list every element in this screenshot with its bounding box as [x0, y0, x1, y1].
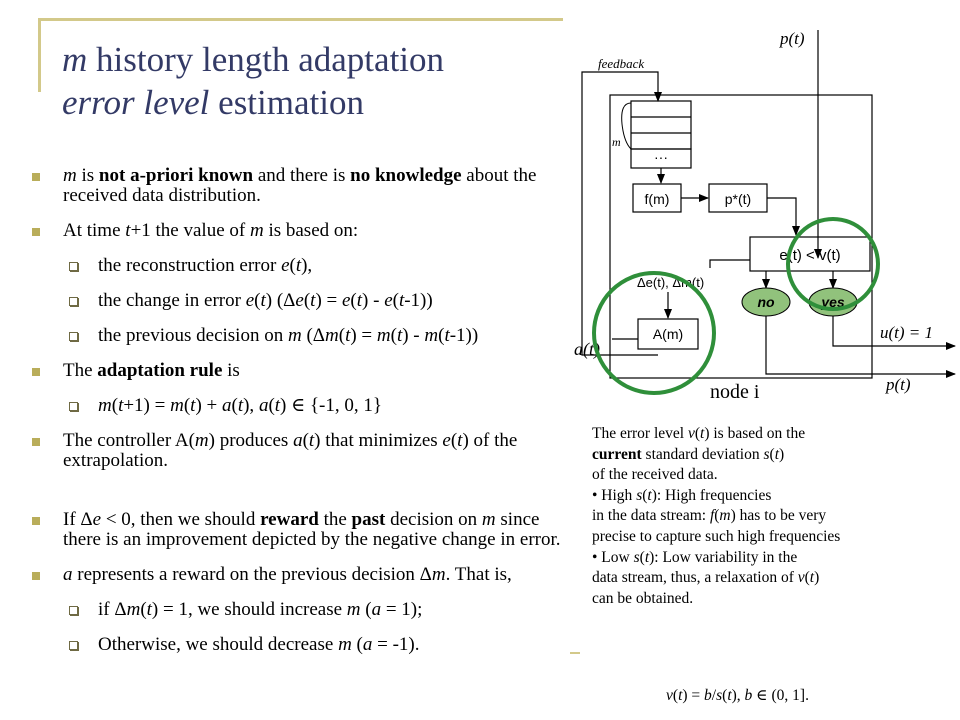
- sub-bullet-marker: [69, 606, 78, 615]
- pstar-to-cond-arrow: [767, 197, 800, 236]
- feedback-label: feedback: [598, 56, 644, 71]
- bullet-item: At time t+1 the value of m is based on:: [30, 221, 570, 241]
- bullet-text: the change in error e(t) (Δe(t) = e(t) -…: [98, 290, 433, 311]
- bullet-item: The controller A(m) produces a(t) that m…: [30, 431, 570, 471]
- sub-bullet-marker: [69, 402, 78, 411]
- bullet-text: the previous decision on m (Δm(t) = m(t)…: [98, 325, 479, 346]
- bullet-text: The adaptation rule is: [63, 360, 240, 381]
- buffer-dots: ···: [654, 149, 668, 165]
- title-line-2-rest: estimation: [209, 83, 364, 122]
- caption-line: of the received data.: [592, 466, 718, 484]
- condition-box: [749, 236, 871, 272]
- history-buffer: [630, 100, 692, 150]
- bullet-marker: [32, 572, 40, 580]
- f-m-text: f(m): [645, 191, 670, 207]
- caption-line: in the data stream: f(m) has to be very: [592, 507, 827, 525]
- u-label: u(t) = 1: [880, 323, 933, 342]
- sub-bullet-item: the change in error e(t) (Δe(t) = e(t) -…: [30, 291, 570, 311]
- no-text: no: [757, 294, 775, 310]
- sub-bullet-marker: [69, 641, 78, 650]
- node-label: node i: [710, 381, 760, 403]
- m-brace: [621, 102, 632, 150]
- A-m-text: A(m): [653, 326, 683, 342]
- sub-bullet-item: if Δm(t) = 1, we should increase m (a = …: [30, 600, 570, 620]
- title-line-2: error level estimation: [62, 81, 444, 124]
- caption-line: • Low s(t): Low variability in the: [592, 548, 798, 566]
- bullet-marker: [32, 173, 40, 181]
- bullet-marker: [32, 368, 40, 376]
- bullet-marker: [32, 228, 40, 236]
- feedback-arrow: [581, 71, 662, 356]
- caption-line: current standard deviation s(t): [592, 445, 785, 463]
- sub-bullet-marker: [69, 297, 78, 306]
- delta-label: Δe(t), Δm(t): [637, 275, 704, 290]
- bullet-item: If Δe < 0, then we should reward the pas…: [30, 510, 570, 550]
- title-line-1-rest: history length adaptation: [87, 40, 445, 79]
- bullet-text: m(t+1) = m(t) + a(t), a(t) ∈ {-1, 0, 1}: [98, 395, 383, 416]
- bullet-text: a represents a reward on the previous de…: [63, 564, 512, 585]
- no-output-arrow: [765, 316, 956, 378]
- caption-line: can be obtained.: [592, 589, 694, 607]
- bullet-item: The adaptation rule is: [30, 361, 570, 381]
- sub-bullet-marker: [69, 262, 78, 271]
- yes-output-arrow: [832, 316, 956, 350]
- bullet-text: m is not a-priori known and there is no …: [63, 165, 537, 206]
- A-m-box: [637, 318, 699, 350]
- bullet-text: if Δm(t) = 1, we should increase m (a = …: [98, 599, 423, 620]
- bullet-marker: [32, 438, 40, 446]
- m-label: m: [612, 135, 621, 149]
- bullet-item: a represents a reward on the previous de…: [30, 565, 570, 585]
- title-line-1: m history length adaptation: [62, 38, 444, 81]
- highlight-circle-A: [592, 271, 716, 395]
- bullet-marker: [32, 517, 40, 525]
- p-top-label: p(t): [779, 29, 805, 48]
- title-var-error-level: error level: [62, 83, 210, 122]
- bullet-text: The controller A(m) produces a(t) that m…: [63, 430, 518, 471]
- sub-bullet-item: the previous decision on m (Δm(t) = m(t)…: [30, 326, 570, 346]
- caption-line: • High s(t): High frequencies: [592, 486, 772, 504]
- p-star-text: p*(t): [725, 191, 751, 207]
- accent-small-line: [570, 652, 580, 654]
- error-level-caption: The error level v(t) is based on the curr…: [592, 424, 952, 609]
- accent-horizontal-line: [38, 18, 563, 21]
- p-bottom-label: p(t): [885, 375, 911, 394]
- condition-text: e(t) < v(t): [779, 247, 840, 264]
- bullet-text: the reconstruction error e(t),: [98, 255, 313, 276]
- delta-branch: [709, 259, 750, 268]
- yes-text: yes: [820, 294, 845, 310]
- sub-bullet-item: the reconstruction error e(t),: [30, 256, 570, 276]
- bullet-text: If Δe < 0, then we should reward the pas…: [63, 509, 561, 550]
- slide-title: m history length adaptation error level …: [62, 38, 444, 124]
- accent-vertical-line: [38, 18, 41, 92]
- sub-bullet-item: m(t+1) = m(t) + a(t), a(t) ∈ {-1, 0, 1}: [30, 396, 570, 416]
- highlight-circle-yes: [786, 217, 880, 311]
- title-var-m: m: [62, 40, 88, 79]
- node-box: [609, 94, 873, 379]
- bullet-text: At time t+1 the value of m is based on:: [63, 220, 359, 241]
- sub-bullet-item: Otherwise, we should decrease m (a = -1)…: [30, 635, 570, 655]
- caption-line: The error level v(t) is based on the: [592, 425, 806, 442]
- caption-line: data stream, thus, a relaxation of v(t): [592, 569, 820, 587]
- bullet-item: m is not a-priori known and there is no …: [30, 166, 570, 206]
- error-level-formula: v(t) = b/s(t), b ∈ (0, 1].: [666, 687, 809, 704]
- caption-line: precise to capture such high frequencies: [592, 527, 841, 545]
- bullet-text: Otherwise, we should decrease m (a = -1)…: [98, 634, 420, 655]
- sub-bullet-marker: [69, 332, 78, 341]
- bullet-list: m is not a-priori known and there is no …: [30, 166, 570, 655]
